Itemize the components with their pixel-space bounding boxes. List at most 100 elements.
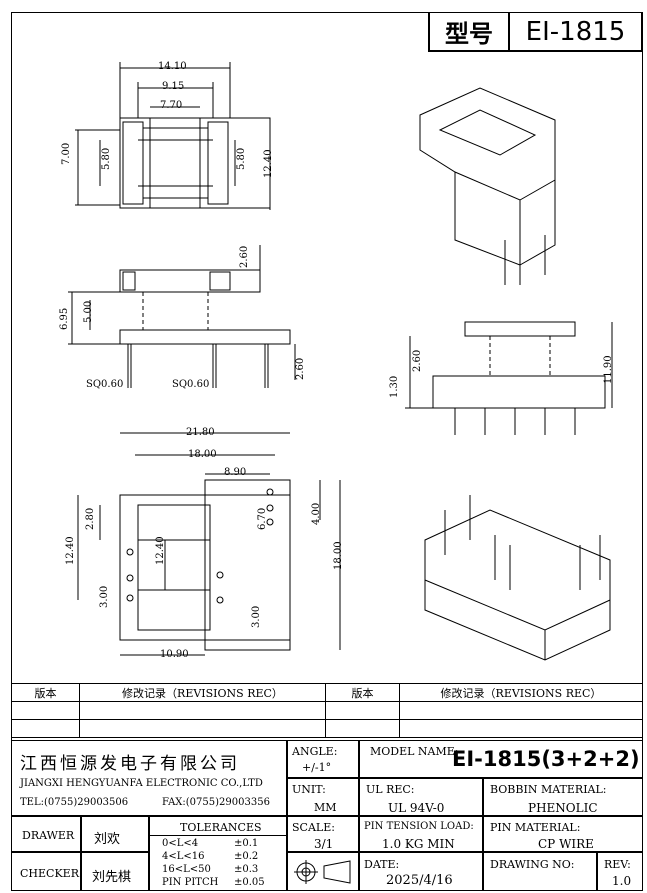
angle-value: +/-1° — [302, 761, 332, 774]
drawer-value-cell: 刘欢 — [81, 816, 149, 852]
tol-val-0: ±0.1 — [234, 838, 259, 849]
dim-right-h3: 11.90 — [603, 355, 614, 384]
checker-value-cell: 刘先棋 — [81, 852, 149, 891]
dim-bot-w1: 21.80 — [186, 427, 215, 438]
dim-bot-left3: 3.00 — [99, 585, 110, 608]
tolerances-cell: TOLERANCES 0<L<4 ±0.1 4<L<16 ±0.2 16<L<5… — [149, 816, 287, 891]
pin-material-value: CP WIRE — [538, 837, 594, 851]
dim-top-left-outer: 7.00 — [61, 142, 72, 165]
dim-right-h1: 2.60 — [412, 349, 423, 372]
company-fax: FAX:(0755)29003356 — [162, 797, 270, 808]
side-view — [68, 245, 296, 388]
tol-val-2: ±0.3 — [234, 864, 259, 875]
dim-bot-bottom: 10.90 — [160, 649, 189, 660]
dim-right-h2: 1.30 — [389, 375, 400, 398]
date-value: 2025/4/16 — [386, 873, 453, 888]
projection-icon — [294, 860, 351, 884]
rev-value: 1.0 — [612, 874, 632, 888]
ul-label: UL REC: — [366, 783, 415, 796]
ul-cell: UL REC: UL 94V-0 — [359, 778, 483, 816]
scale-value: 3/1 — [314, 837, 334, 851]
drawing-no-label: DRAWING NO: — [490, 858, 575, 871]
checker-value: 刘先棋 — [92, 870, 132, 885]
ul-value: UL 94V-0 — [388, 801, 445, 815]
right-view — [405, 321, 613, 435]
rev-col-version-1: 版本 — [11, 683, 80, 702]
revisions-table: 版本 修改记录（REVISIONS REC） 版本 修改记录（REVISIONS… — [11, 683, 643, 738]
date-label: DATE: — [364, 858, 400, 871]
dim-bot-c: 18.00 — [333, 541, 344, 570]
company-tel: TEL:(0755)29003506 — [20, 797, 129, 808]
dim-bot-w3: 8.90 — [224, 467, 247, 478]
pin-material-cell: PIN MATERIAL: CP WIRE — [483, 816, 643, 852]
dim-bot-b: 4.00 — [311, 502, 322, 525]
projection-cell — [287, 852, 359, 891]
dim-top-c: 7.70 — [160, 100, 183, 111]
unit-value: MM — [314, 801, 337, 814]
drawing-no-cell: DRAWING NO: — [483, 852, 597, 891]
rev-col-record-2: 修改记录（REVISIONS REC） — [399, 683, 643, 702]
rev-col-record-1: 修改记录（REVISIONS REC） — [79, 683, 326, 702]
model-header: 型号 EI-1815 — [428, 12, 643, 52]
dim-bot-left2: 12.40 — [65, 536, 76, 565]
company-name-cn: 江西恒源发电子有限公司 — [20, 754, 240, 774]
bottom-view — [77, 432, 341, 656]
title-block: 江西恒源发电子有限公司 JIANGXI HENGYUANFA ELECTRONI… — [11, 740, 643, 891]
date-cell: DATE: 2025/4/16 — [359, 852, 483, 891]
tol-val-3: ±0.05 — [234, 877, 265, 888]
tolerances-label: TOLERANCES — [180, 821, 262, 834]
model-name-label: MODEL NAME: — [370, 745, 459, 758]
dim-side-right: 2.60 — [295, 357, 306, 380]
dim-bot-left1: 2.80 — [85, 507, 96, 530]
tol-range-0: 0<L<4 — [162, 838, 199, 849]
bobbin-label: BOBBIN MATERIAL: — [490, 783, 607, 796]
drawer-label: DRAWER — [22, 829, 75, 842]
model-label: 型号 — [430, 13, 510, 50]
dim-side-sq2: SQ0.60 — [172, 379, 210, 390]
tol-range-3: PIN PITCH — [162, 877, 219, 888]
tol-range-1: 4<L<16 — [162, 851, 205, 862]
dim-bot-mid: 12.40 — [155, 536, 166, 565]
drawer-label-cell: DRAWER — [11, 816, 81, 852]
rev-cell: REV: 1.0 — [597, 852, 643, 891]
dim-side-h1: 2.60 — [239, 245, 250, 268]
dim-bot-right3: 3.00 — [251, 605, 262, 628]
dim-top-a: 14.10 — [158, 61, 187, 72]
checker-label-cell: CHECKER — [11, 852, 81, 891]
model-name-cell: MODEL NAME: EI-1815(3+2+2) — [359, 740, 643, 778]
unit-label: UNIT: — [292, 783, 326, 796]
dim-top-left-inner: 5.80 — [101, 147, 112, 170]
dim-top-b: 9.15 — [162, 81, 185, 92]
angle-cell: ANGLE: +/-1° — [287, 740, 359, 778]
rev-label: REV: — [604, 858, 631, 871]
pin-tension-label: PIN TENSION LOAD: — [364, 821, 474, 832]
tol-range-2: 16<L<50 — [162, 864, 211, 875]
company-cell: 江西恒源发电子有限公司 JIANGXI HENGYUANFA ELECTRONI… — [11, 740, 287, 816]
dim-side-left-outer: 6.95 — [59, 307, 70, 330]
model-name-value: EI-1815(3+2+2) — [452, 747, 640, 771]
scale-label: SCALE: — [292, 821, 335, 834]
unit-cell: UNIT: MM — [287, 778, 359, 816]
model-value: EI-1815 — [525, 16, 626, 47]
bobbin-value: PHENOLIC — [528, 801, 598, 815]
dim-bot-w2: 18.00 — [188, 449, 217, 460]
iso-top — [419, 87, 556, 285]
iso-bottom — [424, 495, 611, 661]
dim-side-left-inner: 5.00 — [83, 300, 94, 323]
pin-tension-cell: PIN TENSION LOAD: 1.0 KG MIN — [359, 816, 483, 852]
tol-val-1: ±0.2 — [234, 851, 259, 862]
dim-top-right-outer: 12.40 — [263, 149, 274, 178]
checker-label: CHECKER — [20, 867, 79, 880]
dim-top-right-inner: 5.80 — [236, 147, 247, 170]
angle-label: ANGLE: — [292, 745, 338, 758]
dim-side-sq1: SQ0.60 — [86, 379, 124, 390]
pin-tension-value: 1.0 KG MIN — [382, 837, 455, 851]
scale-cell: SCALE: 3/1 — [287, 816, 359, 852]
pin-material-label: PIN MATERIAL: — [490, 821, 581, 834]
top-view — [75, 62, 271, 210]
drawer-value: 刘欢 — [94, 832, 121, 847]
company-name-en: JIANGXI HENGYUANFA ELECTRONIC CO.,LTD — [20, 778, 263, 789]
bobbin-cell: BOBBIN MATERIAL: PHENOLIC — [483, 778, 643, 816]
rev-col-version-2: 版本 — [325, 683, 400, 702]
